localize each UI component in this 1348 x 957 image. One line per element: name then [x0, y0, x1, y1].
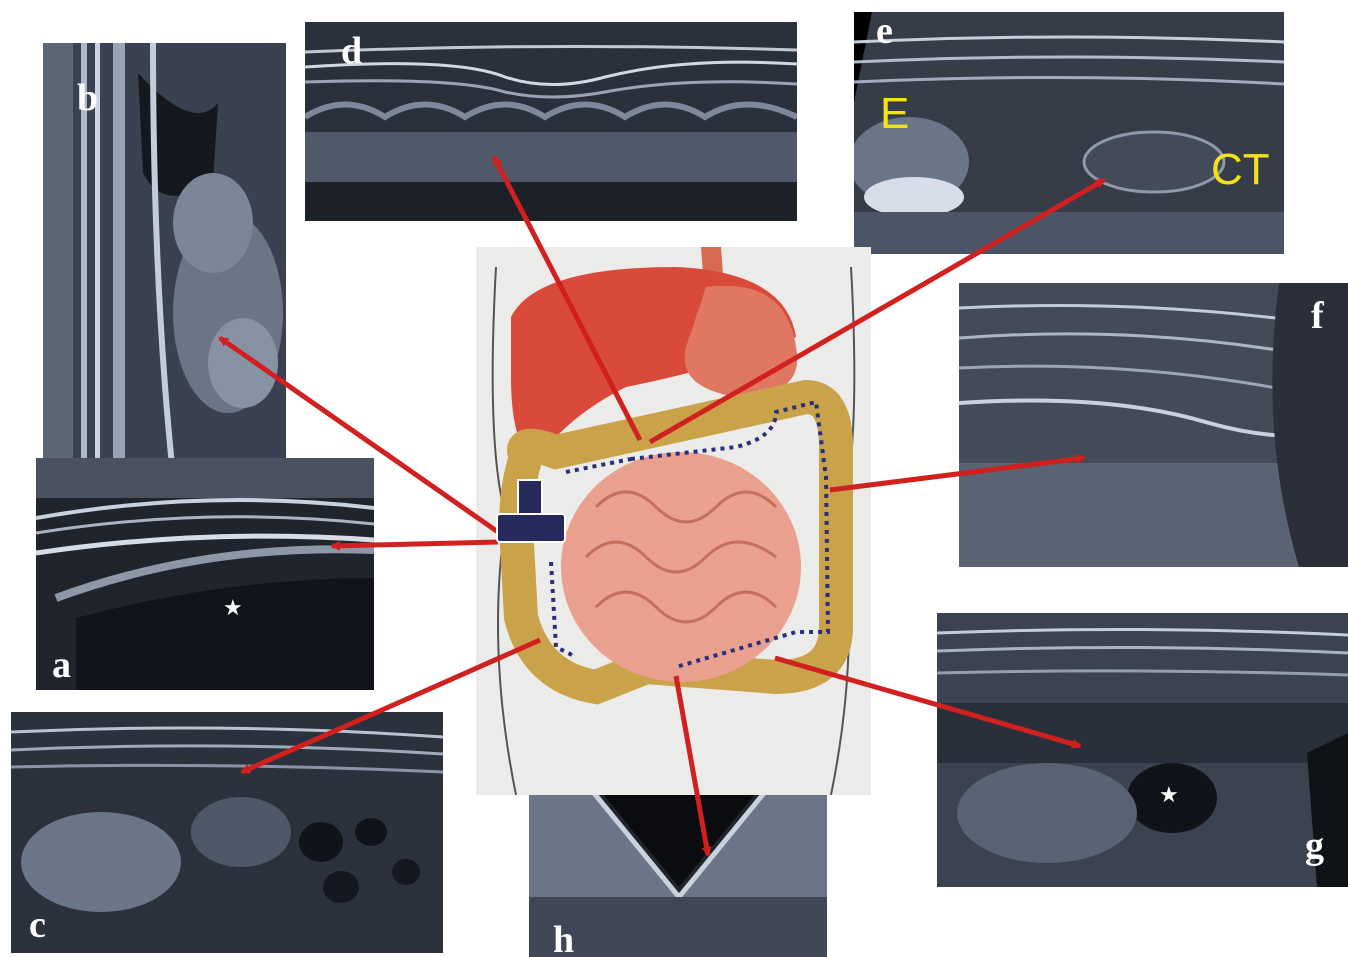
ultrasound-panel-g: ★ g: [937, 613, 1348, 887]
abdomen-illustration-graphic: [476, 247, 871, 795]
abdomen-illustration: [476, 247, 871, 795]
panel-e-image: [854, 12, 1284, 254]
panel-a-star-marker: ★: [223, 598, 243, 620]
panel-g-star-marker: ★: [1159, 785, 1179, 807]
panel-label-f: f: [1311, 297, 1324, 335]
panel-d-image: [305, 22, 797, 221]
panel-g-image: [937, 613, 1348, 887]
panel-label-e: e: [876, 12, 893, 50]
panel-a-image: [36, 458, 374, 690]
panel-label-g: g: [1305, 827, 1324, 865]
panel-label-h: h: [553, 921, 574, 957]
panel-label-b: b: [77, 79, 98, 117]
ultrasound-panel-a: ★ a: [36, 458, 374, 690]
small-bowel-shape: [561, 452, 801, 682]
ultrasound-panel-d: d: [305, 22, 797, 221]
panel-c-image: [11, 712, 443, 953]
panel-label-d: d: [341, 32, 362, 70]
annotation-ct: CT: [1211, 148, 1270, 192]
annotation-e: E: [880, 92, 909, 136]
ultrasound-panel-f: f: [959, 283, 1348, 567]
ultrasound-panel-c: c: [11, 712, 443, 953]
panel-label-a: a: [52, 646, 71, 684]
panel-label-c: c: [29, 906, 46, 944]
ultrasound-panel-e: e E CT: [854, 12, 1284, 254]
panel-f-image: [959, 283, 1348, 567]
ultrasound-panel-b: b: [43, 43, 286, 475]
